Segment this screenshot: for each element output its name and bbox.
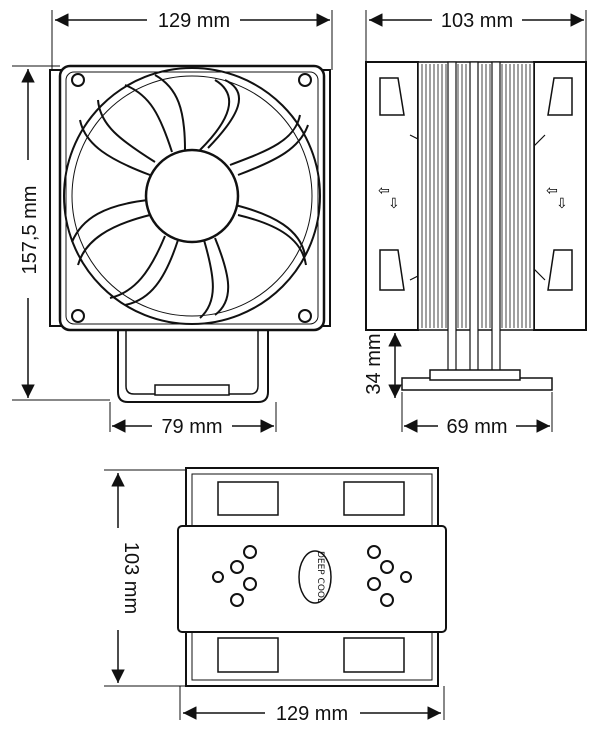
fan-blades	[71, 74, 309, 319]
top-width-label: 129 mm	[276, 703, 348, 725]
top-depth-label: 103 mm	[120, 542, 142, 614]
side-width-label: 103 mm	[441, 10, 513, 32]
base-width-label: 79 mm	[161, 416, 222, 438]
side-base-height-label: 34 mm	[363, 333, 385, 394]
airflow-arrow-icon: ⇦	[378, 183, 390, 199]
logo-text: DEEP COOL	[315, 551, 325, 603]
side-view: ⇦ ⇩ ⇦ ⇩ 103 mm 34 mm 69 mm	[363, 10, 587, 438]
airflow-arrow-icon: ⇦	[546, 183, 558, 199]
airflow-down-icon: ⇩	[556, 196, 568, 212]
front-view: 129 mm 157,5 mm 79 mm	[12, 10, 333, 438]
airflow-down-icon: ⇩	[388, 196, 400, 212]
side-base-width-label: 69 mm	[446, 416, 507, 438]
deepcool-logo	[298, 550, 332, 604]
heatpipe-caps	[212, 545, 412, 607]
top-view: DEEP COOL 103 mm 129 mm	[104, 467, 447, 725]
front-width-label: 129 mm	[158, 10, 230, 32]
front-height-label: 157,5 mm	[19, 186, 41, 275]
